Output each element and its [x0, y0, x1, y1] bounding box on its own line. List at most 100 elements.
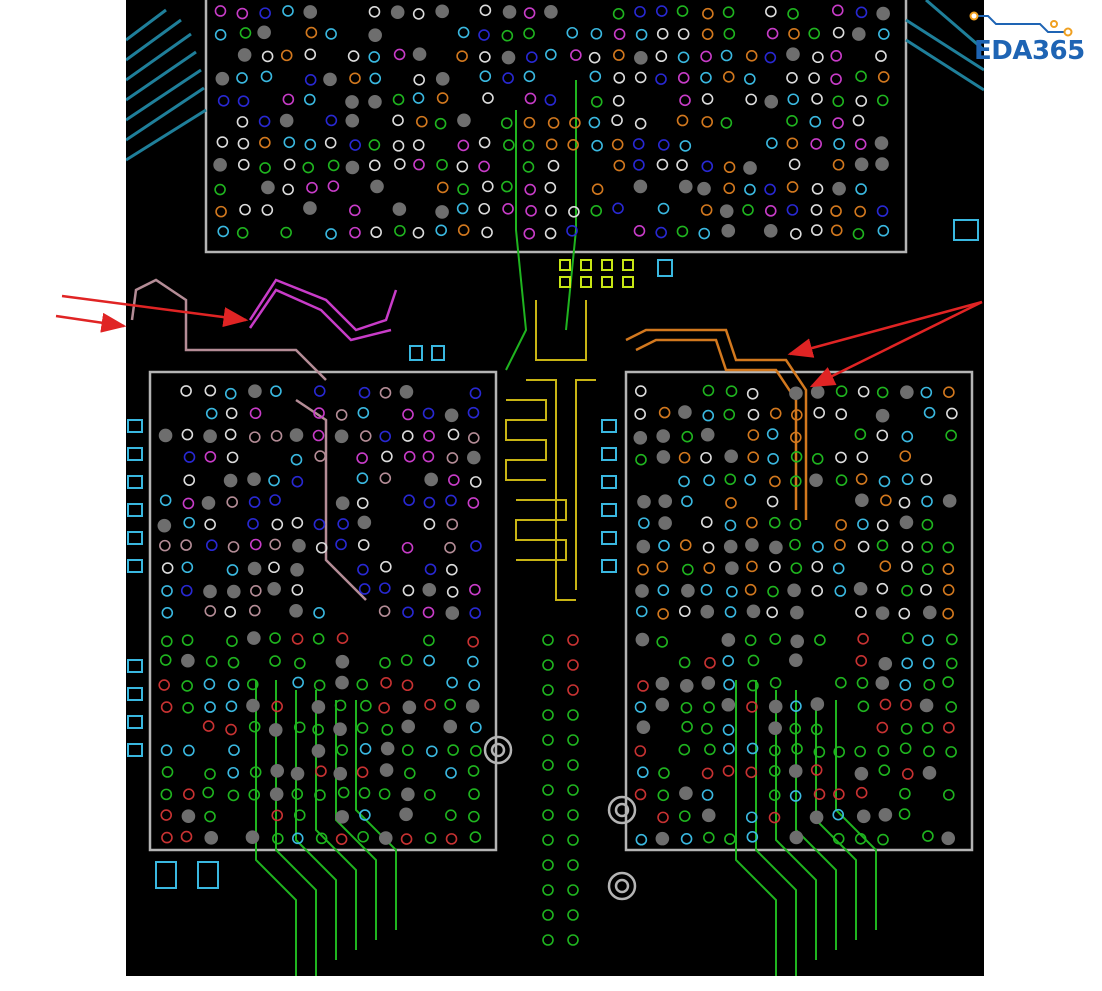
pcb-pad — [702, 409, 715, 422]
pcb-pad — [356, 722, 369, 734]
pcb-pad — [900, 385, 914, 399]
pcb-pad — [358, 386, 371, 399]
pcb-pad — [434, 117, 447, 130]
pcb-pad — [260, 70, 273, 83]
pcb-pad — [855, 183, 867, 195]
pcb-pad — [370, 179, 384, 194]
pcb-pad — [658, 539, 670, 552]
via — [567, 859, 579, 871]
pcb-pad — [657, 789, 670, 802]
pcb-pad — [678, 405, 692, 419]
pcb-pad — [656, 429, 670, 443]
pcb-pad — [809, 473, 823, 488]
pcb-pad — [357, 539, 370, 551]
pcb-pad — [633, 430, 648, 445]
pcb-pad — [370, 226, 382, 239]
pcb-pad — [768, 516, 781, 529]
pcb-pad — [658, 516, 672, 530]
pcb-pad — [392, 202, 407, 216]
pcb-pad — [638, 517, 650, 529]
pcb-pad — [335, 833, 348, 845]
pcb-pad — [225, 700, 238, 713]
pcb-pad — [942, 676, 954, 688]
pcb-pad — [855, 655, 868, 667]
pcb-pad — [401, 719, 415, 734]
pcb-pad — [261, 204, 274, 216]
pcb-pad — [158, 679, 170, 691]
pcb-pad — [525, 51, 538, 64]
pcb-pad — [183, 451, 196, 463]
pcb-pad — [810, 204, 823, 216]
pcb-pad — [224, 387, 237, 400]
pcb-pad — [422, 450, 435, 463]
pcb-pad — [634, 117, 647, 130]
pcb-pad — [875, 157, 889, 171]
pcb-pad — [876, 205, 889, 217]
via — [542, 759, 554, 771]
pcb-pad — [313, 385, 326, 397]
pcb-pad — [379, 472, 392, 484]
pcb-pad — [637, 680, 649, 692]
pcb-pad — [203, 584, 217, 599]
pcb-pad — [679, 810, 691, 822]
pcb-pad — [854, 138, 867, 150]
pcb-pad — [335, 654, 350, 669]
pcb-pad — [723, 161, 736, 174]
pcb-pad — [812, 51, 824, 64]
pcb-pad — [390, 5, 405, 20]
pcb-pad — [303, 93, 316, 106]
pcb-pad — [213, 158, 227, 172]
pcb-pad — [268, 561, 280, 574]
pcb-pad — [400, 654, 413, 666]
pcb-pad — [402, 606, 414, 619]
pcb-pad — [456, 202, 469, 215]
pcb-pad — [217, 225, 230, 238]
pcb-pad — [469, 831, 482, 843]
pcb-pad — [790, 562, 803, 574]
pcb-pad — [180, 830, 193, 843]
pcb-pad — [404, 767, 416, 780]
pcb-pad — [482, 92, 494, 104]
pcb-pad — [161, 635, 173, 648]
pcb-pad — [424, 698, 436, 711]
pcb-pad — [634, 51, 648, 65]
pcb-pad — [314, 450, 326, 462]
pcb-pad — [788, 158, 801, 171]
via — [542, 909, 554, 921]
pcb-pad — [282, 183, 294, 196]
pcb-pad — [811, 453, 824, 465]
pcb-pad — [357, 406, 370, 419]
pcb-pad — [877, 833, 889, 846]
pcb-pad — [634, 385, 647, 397]
pcb-pad — [703, 701, 715, 714]
pcb-pad — [392, 140, 405, 152]
pcb-pad — [786, 115, 798, 127]
pcb-pad — [182, 701, 194, 714]
pcb-pad — [227, 679, 240, 691]
pcb-pad — [290, 766, 305, 781]
pcb-pad — [855, 606, 867, 618]
pcb-pad — [766, 606, 778, 619]
pcb-pad — [180, 385, 192, 397]
pcb-pad — [379, 763, 394, 777]
pcb-pad — [677, 51, 690, 64]
pcb-pad — [444, 698, 456, 711]
pcb-pad — [634, 71, 647, 84]
pcb-pad — [877, 745, 890, 757]
pcb-pad — [942, 541, 955, 554]
pcb-pad — [657, 584, 670, 596]
pcb-pad — [701, 767, 714, 780]
pcb-pad — [945, 429, 957, 442]
pcb-pad — [204, 701, 216, 713]
via — [542, 809, 554, 821]
pcb-pad — [769, 407, 782, 420]
pcb-pad — [247, 472, 261, 487]
pcb-pad — [313, 518, 326, 531]
pcb-pad — [743, 161, 757, 175]
pcb-pad — [467, 432, 480, 444]
pcb-pad — [444, 408, 459, 423]
pcb-pad — [769, 475, 781, 488]
pcb-pad — [724, 606, 737, 618]
pcb-pad — [701, 93, 714, 105]
pcb-pad — [810, 138, 822, 150]
